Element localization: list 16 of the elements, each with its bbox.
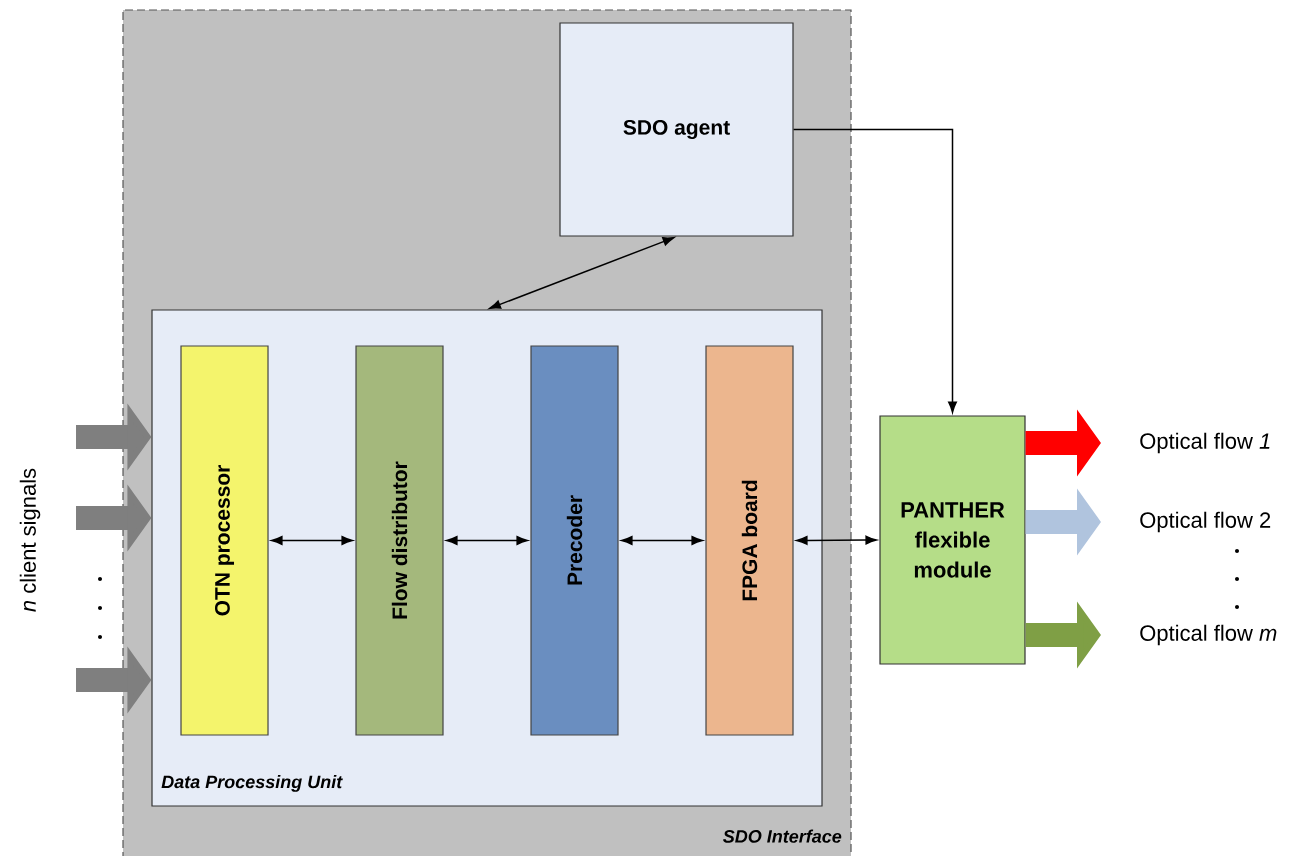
processor-block: Precoder bbox=[530, 345, 619, 736]
flow-label: Optical flow 1 bbox=[1140, 432, 1270, 454]
arrow bbox=[489, 237, 675, 309]
arrow bbox=[621, 536, 703, 545]
arrow bbox=[446, 536, 528, 545]
processor-block: FPGA board bbox=[705, 345, 794, 736]
side-label: n client signals bbox=[19, 468, 41, 612]
arrow bbox=[271, 536, 353, 545]
processor-block: Flow distributor bbox=[355, 345, 444, 736]
flow-label: Optical flow m bbox=[1140, 624, 1277, 646]
module-box: PANTHER flexible module bbox=[879, 415, 1026, 665]
processor-block: OTN processor bbox=[180, 345, 269, 736]
flow-label: Optical flow 2 bbox=[1140, 511, 1271, 533]
arrow bbox=[792, 128, 957, 413]
agent-box: SDO agent bbox=[559, 22, 794, 237]
arrow bbox=[796, 535, 877, 545]
